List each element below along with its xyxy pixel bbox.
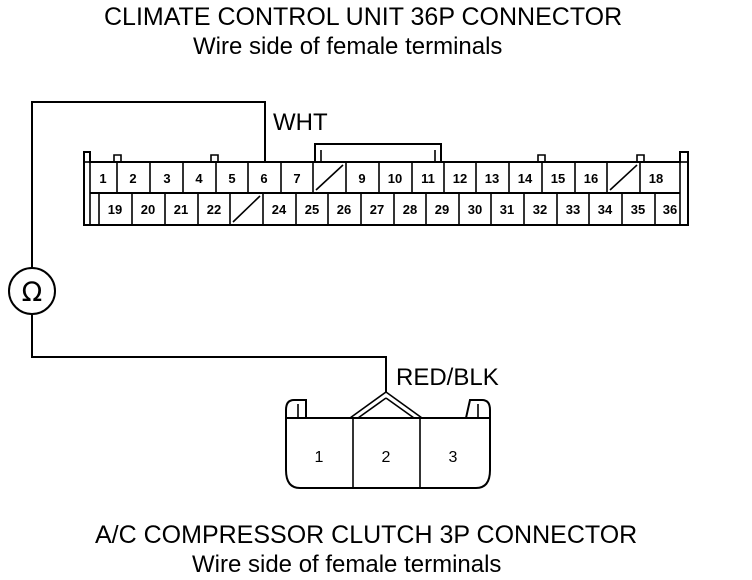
pin3-2: 2 <box>382 449 391 466</box>
connector-36p: 1 2 3 4 5 6 7 9 10 11 12 13 14 15 16 18 … <box>83 143 689 226</box>
test-wire-bottom <box>31 314 387 392</box>
connector-3p: 1 2 3 <box>285 391 491 489</box>
bottom-connector-title: A/C COMPRESSOR CLUTCH 3P CONNECTOR <box>95 521 637 549</box>
pin-22: 22 <box>207 202 221 217</box>
pin-16: 16 <box>584 171 598 186</box>
connector-3p-body <box>285 399 491 489</box>
connector-36p-row2: 19 20 21 22 24 25 26 27 28 29 30 31 32 3… <box>108 202 677 217</box>
pin-18: 18 <box>649 171 663 186</box>
pin-1: 1 <box>99 171 106 186</box>
pin-9: 9 <box>358 171 365 186</box>
top-connector-subtitle: Wire side of female terminals <box>193 33 502 60</box>
pin3-3: 3 <box>449 449 458 466</box>
pin-29: 29 <box>435 202 449 217</box>
pin-31: 31 <box>500 202 514 217</box>
connector-36p-row1: 1 2 3 4 5 6 7 9 10 11 12 13 14 15 16 18 <box>99 171 663 186</box>
pin-13: 13 <box>485 171 499 186</box>
pin-10: 10 <box>388 171 402 186</box>
pin-6: 6 <box>260 171 267 186</box>
pin-26: 26 <box>337 202 351 217</box>
top-connector-title: CLIMATE CONTROL UNIT 36P CONNECTOR <box>104 3 622 31</box>
pin-34: 34 <box>598 202 613 217</box>
pin-15: 15 <box>551 171 565 186</box>
pin-7: 7 <box>293 171 300 186</box>
pin-28: 28 <box>403 202 417 217</box>
pin-5: 5 <box>228 171 235 186</box>
empty-cavity-23 <box>232 195 261 223</box>
pin3-1: 1 <box>315 449 324 466</box>
pin-4: 4 <box>195 171 203 186</box>
pin-3: 3 <box>163 171 170 186</box>
pin-36: 36 <box>663 202 677 217</box>
pin-12: 12 <box>453 171 467 186</box>
test-wire-top <box>31 101 266 268</box>
pin-35: 35 <box>631 202 645 217</box>
pin-25: 25 <box>305 202 319 217</box>
connector-36p-lock-tab <box>314 143 442 162</box>
pin-21: 21 <box>174 202 188 217</box>
pin-11: 11 <box>421 171 435 186</box>
pin-24: 24 <box>272 202 287 217</box>
pin-19: 19 <box>108 202 122 217</box>
pin-32: 32 <box>533 202 547 217</box>
empty-cavity-17 <box>609 164 638 191</box>
pin-2: 2 <box>129 171 136 186</box>
red-blk-wire-label: RED/BLK <box>396 364 499 391</box>
ohm-icon: Ω <box>22 277 43 308</box>
bottom-connector-subtitle: Wire side of female terminals <box>192 551 501 578</box>
pin-27: 27 <box>370 202 384 217</box>
empty-cavity-8 <box>315 164 344 191</box>
pin-33: 33 <box>566 202 580 217</box>
ohmmeter-circle <box>8 267 56 315</box>
pin-30: 30 <box>468 202 482 217</box>
ohmmeter: Ω <box>8 267 56 315</box>
pin-14: 14 <box>518 171 533 186</box>
wht-wire-label: WHT <box>273 109 328 136</box>
connector-36p-body <box>83 151 689 226</box>
pin-20: 20 <box>141 202 155 217</box>
